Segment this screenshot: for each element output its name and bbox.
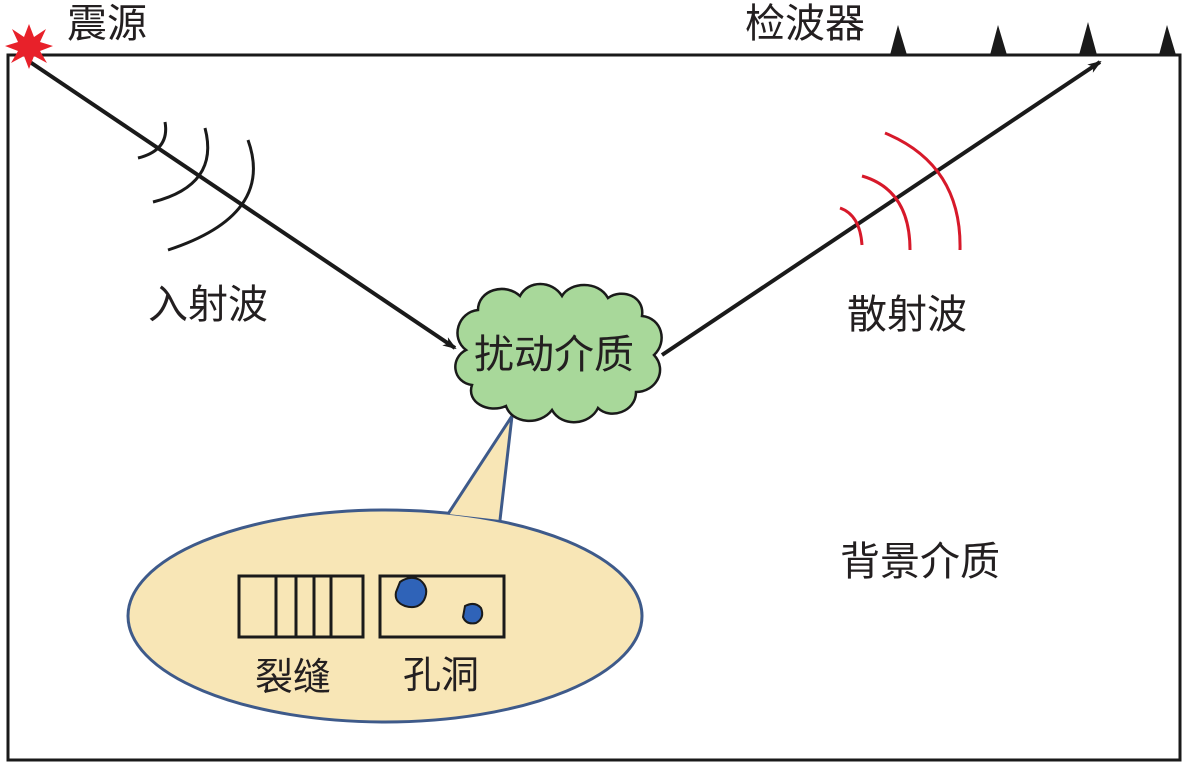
background-medium-label: 背景介质 bbox=[840, 539, 1000, 585]
receiver-triangle-icon bbox=[990, 25, 1007, 55]
cave-label: 孔洞 bbox=[403, 653, 479, 697]
bubble-body bbox=[126, 508, 644, 724]
incident-wave-label: 入射波 bbox=[148, 282, 268, 328]
receiver-triangle-icon bbox=[1159, 25, 1176, 55]
starburst-icon bbox=[5, 24, 53, 69]
scattered-ray bbox=[660, 60, 1102, 357]
incident-wavefront-3 bbox=[167, 139, 255, 252]
scattered-wave-label: 散射波 bbox=[847, 292, 967, 338]
fracture-label: 裂缝 bbox=[255, 655, 331, 699]
receiver-triangle-icon bbox=[890, 25, 907, 55]
receiver-triangle-icon bbox=[1079, 22, 1097, 55]
receivers bbox=[890, 22, 1176, 55]
incident-wavefront-1 bbox=[137, 121, 168, 160]
cave-blob-small bbox=[461, 602, 484, 625]
source-label: 震源 bbox=[67, 1, 147, 47]
model-frame bbox=[6, 53, 1182, 762]
scattered-wavefront-2 bbox=[861, 174, 912, 251]
scattered-wavefronts bbox=[839, 131, 962, 251]
scattered-wavefront-3 bbox=[884, 131, 962, 251]
perturbation-medium-label: 扰动介质 bbox=[474, 332, 634, 378]
cave-blob-large bbox=[394, 576, 428, 609]
cave-box bbox=[378, 574, 506, 639]
fracture-box bbox=[237, 574, 365, 639]
perturbation-cloud bbox=[454, 282, 663, 424]
incident-wavefront-2 bbox=[152, 127, 210, 204]
incident-wavefronts bbox=[137, 121, 255, 252]
scattered-wavefront-1 bbox=[839, 206, 864, 246]
detail-bubble bbox=[126, 415, 644, 724]
receiver-label: 检波器 bbox=[745, 1, 865, 47]
